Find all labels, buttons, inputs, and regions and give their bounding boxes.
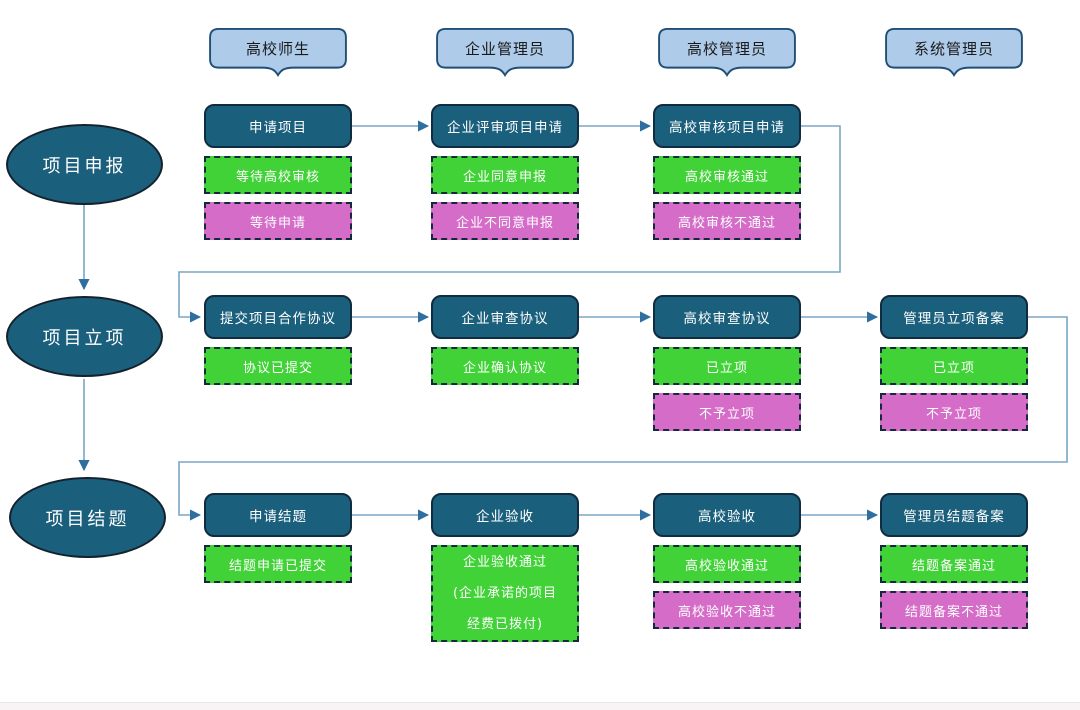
node-university-review-agreement: 高校审查协议 已立项 不予立项: [653, 295, 801, 431]
process-box[interactable]: 申请结题: [204, 493, 352, 537]
process-box[interactable]: 提交项目合作协议: [204, 295, 352, 339]
status-success: 企业验收通过 (企业承诺的项目 经费已拨付): [431, 545, 579, 642]
status-success: 已立项: [880, 347, 1028, 385]
node-apply-closure: 申请结题 结题申请已提交: [204, 493, 352, 583]
node-company-review-application: 企业评审项目申请 企业同意申报 企业不同意申报: [431, 104, 579, 240]
process-box[interactable]: 高校审核项目申请: [653, 104, 801, 148]
lane-header-university-staff[interactable]: 高校师生: [209, 28, 347, 78]
lane-tab-shape: [885, 28, 1023, 78]
phase-project-declaration[interactable]: 项目申报: [6, 124, 163, 205]
process-box[interactable]: 高校验收: [653, 493, 801, 537]
process-box[interactable]: 申请项目: [204, 104, 352, 148]
node-admin-closure-filing: 管理员结题备案 结题备案通过 结题备案不通过: [880, 493, 1028, 629]
lane-label: 企业管理员: [464, 39, 545, 58]
status-success: 企业同意申报: [431, 156, 579, 194]
status-line: 企业验收通过: [462, 555, 547, 570]
process-box[interactable]: 企业评审项目申请: [431, 104, 579, 148]
process-box[interactable]: 管理员结题备案: [880, 493, 1028, 537]
status-success: 结题申请已提交: [204, 545, 352, 583]
lane-tab-shape: [658, 28, 796, 78]
process-box[interactable]: 企业审查协议: [431, 295, 579, 339]
status-fail: 高校审核不通过: [653, 202, 801, 240]
status-line: (企业承诺的项目: [452, 586, 558, 601]
phase-project-approval[interactable]: 项目立项: [6, 296, 163, 377]
status-success: 协议已提交: [204, 347, 352, 385]
status-success: 高校审核通过: [653, 156, 801, 194]
node-admin-project-filing: 管理员立项备案 已立项 不予立项: [880, 295, 1028, 431]
lane-header-company-admin[interactable]: 企业管理员: [436, 28, 574, 78]
phase-label: 项目申报: [42, 155, 127, 177]
node-company-acceptance: 企业验收 企业验收通过 (企业承诺的项目 经费已拨付): [431, 493, 579, 642]
lane-tab-shape: [436, 28, 574, 78]
status-success: 结题备案通过: [880, 545, 1028, 583]
node-apply-project: 申请项目 等待高校审核 等待申请: [204, 104, 352, 240]
phase-project-closure[interactable]: 项目结题: [9, 477, 166, 558]
lane-header-university-admin[interactable]: 高校管理员: [658, 28, 796, 78]
status-line: 经费已拨付): [466, 617, 544, 632]
bottom-edge-strip: [0, 702, 1080, 710]
status-success: 等待高校审核: [204, 156, 352, 194]
status-success: 已立项: [653, 347, 801, 385]
status-success: 高校验收通过: [653, 545, 801, 583]
node-university-review-application: 高校审核项目申请 高校审核通过 高校审核不通过: [653, 104, 801, 240]
lane-header-system-admin[interactable]: 系统管理员: [885, 28, 1023, 78]
process-box[interactable]: 企业验收: [431, 493, 579, 537]
status-fail: 等待申请: [204, 202, 352, 240]
status-fail: 不予立项: [653, 393, 801, 431]
status-fail: 企业不同意申报: [431, 202, 579, 240]
phase-label: 项目结题: [45, 508, 130, 530]
lane-label: 高校管理员: [686, 39, 767, 58]
status-success: 企业确认协议: [431, 347, 579, 385]
node-university-acceptance: 高校验收 高校验收通过 高校验收不通过: [653, 493, 801, 629]
phase-label: 项目立项: [42, 327, 127, 349]
node-company-review-agreement: 企业审查协议 企业确认协议: [431, 295, 579, 385]
process-box[interactable]: 管理员立项备案: [880, 295, 1028, 339]
status-fail: 高校验收不通过: [653, 591, 801, 629]
node-submit-cooperation-agreement: 提交项目合作协议 协议已提交: [204, 295, 352, 385]
status-fail: 不予立项: [880, 393, 1028, 431]
status-fail: 结题备案不通过: [880, 591, 1028, 629]
lane-label: 系统管理员: [913, 39, 994, 58]
lane-label: 高校师生: [245, 39, 310, 58]
process-box[interactable]: 高校审查协议: [653, 295, 801, 339]
lane-tab-shape: [209, 28, 347, 78]
